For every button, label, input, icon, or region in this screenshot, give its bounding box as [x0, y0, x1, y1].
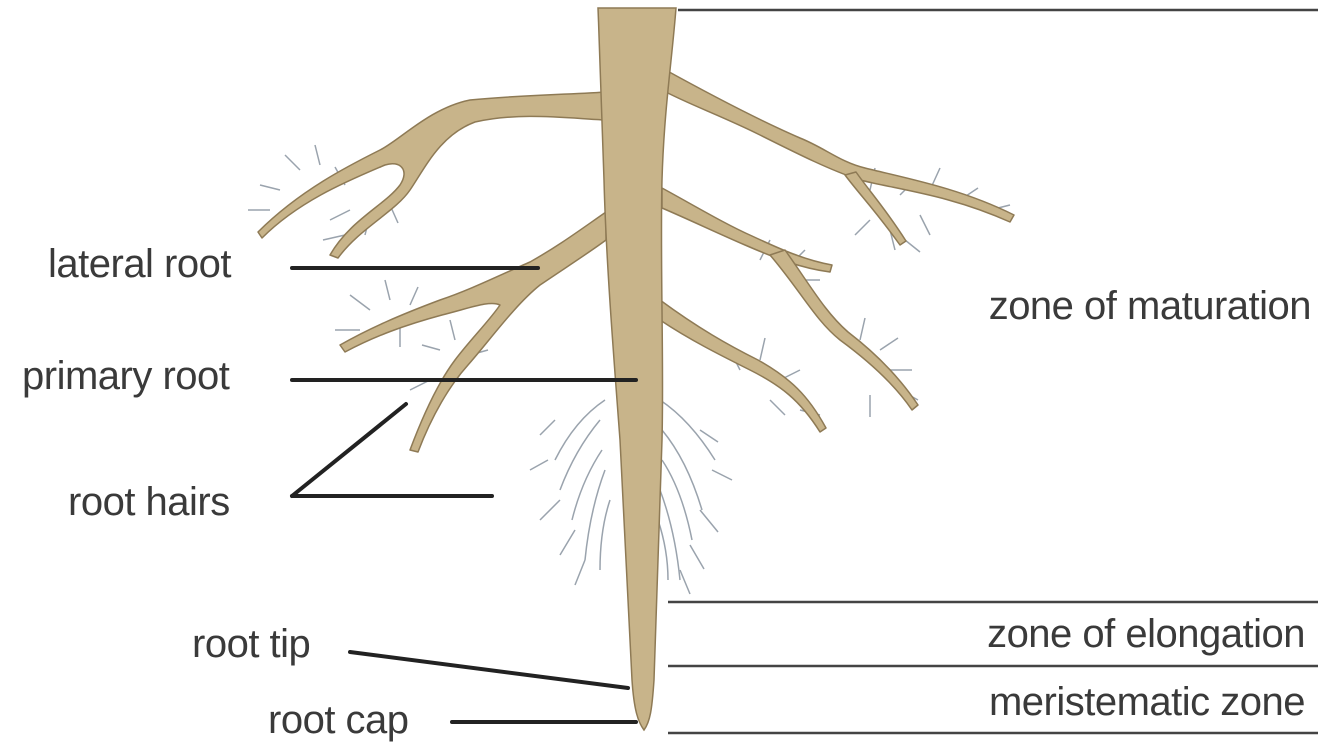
label-primary-root: primary root	[22, 356, 229, 396]
label-zone-meristematic: meristematic zone	[989, 682, 1305, 722]
lateral-root-upper-left	[258, 92, 606, 258]
label-zone-elongation: zone of elongation	[987, 614, 1305, 654]
lateral-root-mid-right	[662, 188, 832, 272]
label-root-tip: root tip	[192, 624, 310, 664]
primary-root	[598, 8, 676, 730]
leader-root-hairs-upper	[292, 404, 406, 496]
lateral-root-lower-right	[660, 300, 826, 432]
leader-root-tip	[350, 652, 628, 688]
label-root-cap: root cap	[268, 700, 409, 740]
label-lateral-root: lateral root	[48, 244, 231, 284]
lateral-root-upper-right	[662, 68, 1014, 222]
label-zone-maturation: zone of maturation	[989, 286, 1311, 326]
lateral-root-mid-left	[340, 212, 606, 452]
leader-lines	[292, 268, 636, 722]
label-root-hairs: root hairs	[68, 482, 230, 522]
